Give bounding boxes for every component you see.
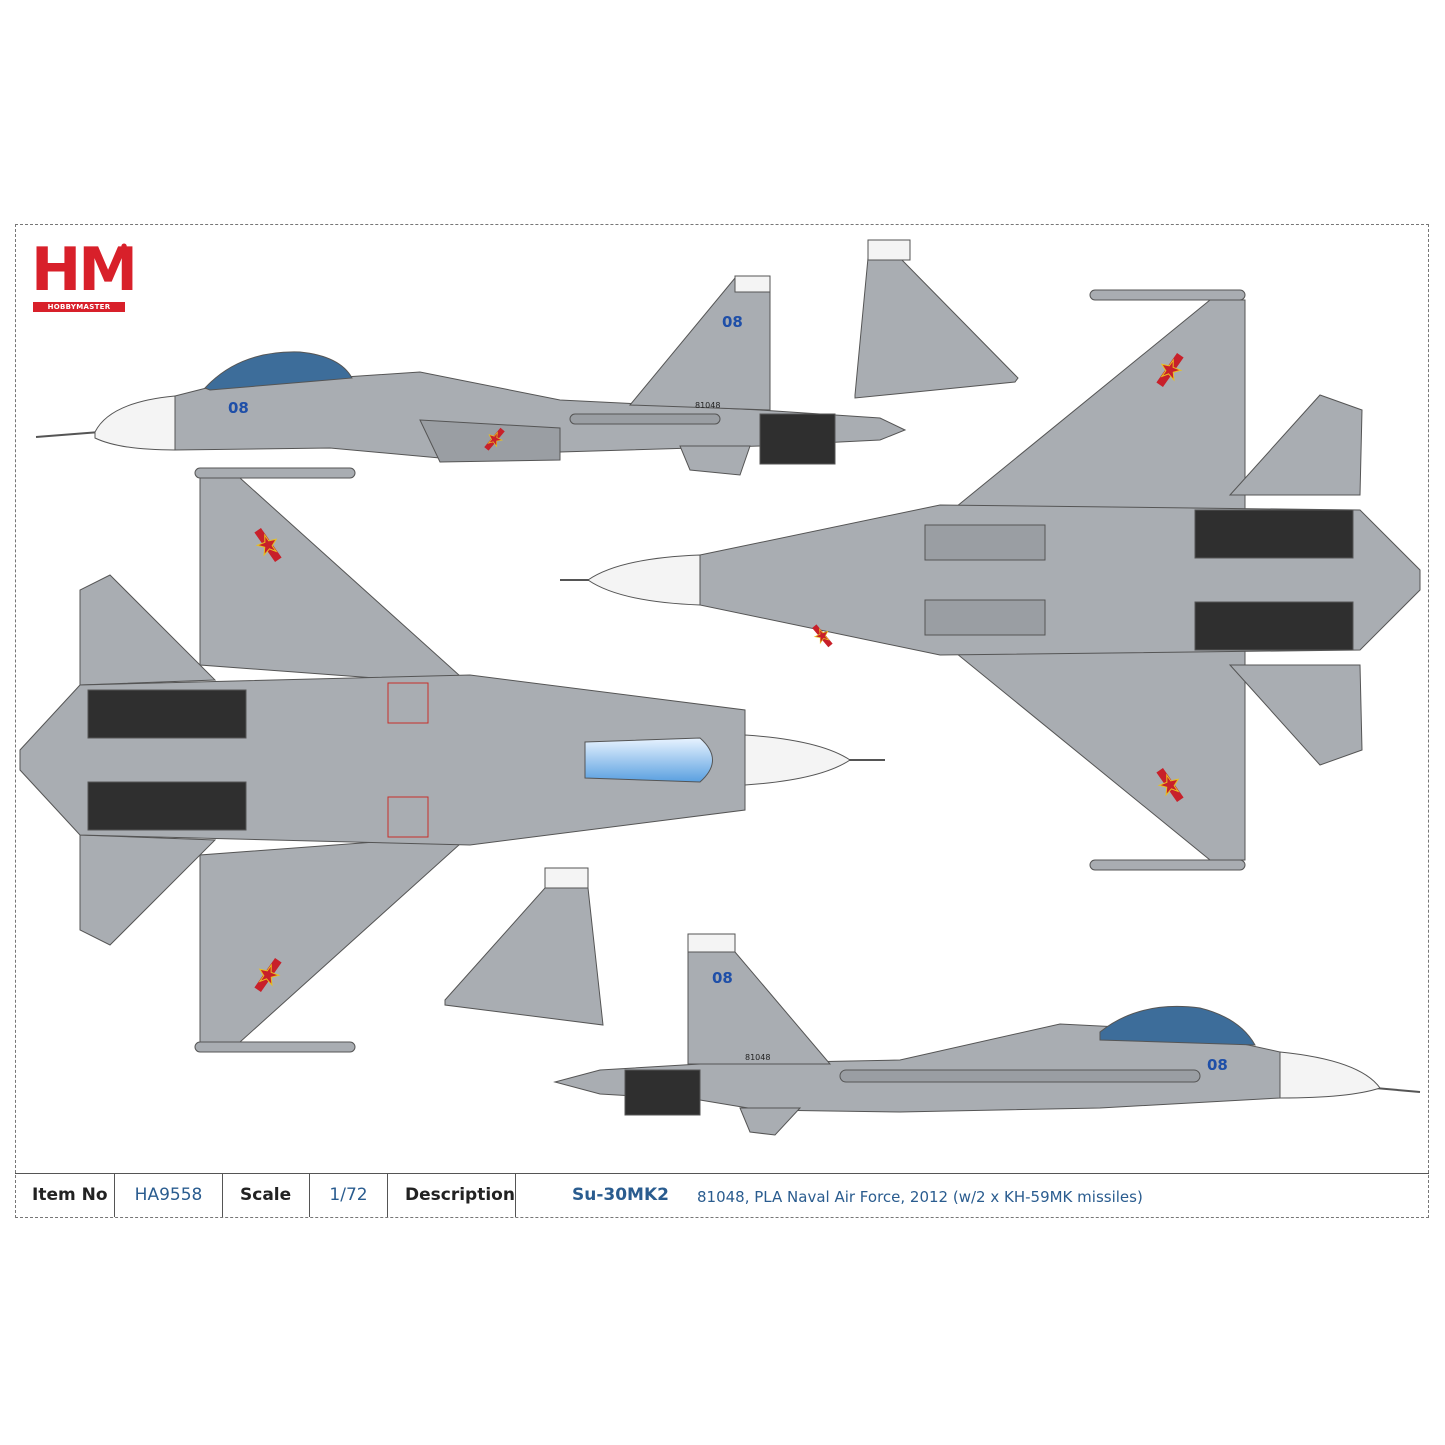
aircraft-profile-drawing: 08 08 81048: [19, 239, 1421, 1136]
logo-subtitle: HOBBYMASTER: [33, 302, 125, 312]
serial-right: 81048: [745, 1053, 770, 1062]
tail-number-left: 08: [722, 313, 743, 331]
side-number-left: 08: [228, 399, 249, 417]
model-name: Su-30MK2: [572, 1185, 669, 1205]
side-view-left: [35, 275, 907, 476]
hobbymaster-logo: HM ● HOBBYMASTER: [31, 240, 138, 314]
tail-cap-top: [867, 239, 911, 261]
side-view-right: [553, 933, 1421, 1136]
planform-view-left: [19, 467, 885, 1053]
side-number-right: 08: [1207, 1056, 1228, 1074]
description-text: 81048, PLA Naval Air Force, 2012 (w/2 x …: [697, 1188, 1143, 1206]
logo-letters: HM: [31, 235, 138, 305]
registered-mark-icon: ●: [121, 242, 128, 250]
tail-cap-bottom: [544, 867, 589, 889]
drawing-sheet: [15, 224, 1429, 1218]
detached-tail-bottom: [444, 887, 604, 1026]
info-table: [15, 1173, 1429, 1218]
item-no-value: HA9558: [115, 1173, 223, 1217]
detached-tail-top: [854, 257, 1019, 399]
item-no-label: Item No: [15, 1173, 115, 1217]
tail-number-right: 08: [712, 969, 733, 987]
description-label: Description: [388, 1173, 516, 1217]
scale-value: 1/72: [310, 1173, 388, 1217]
planform-view-right: [560, 289, 1421, 871]
scale-label: Scale: [223, 1173, 310, 1217]
serial-left: 81048: [695, 401, 720, 410]
